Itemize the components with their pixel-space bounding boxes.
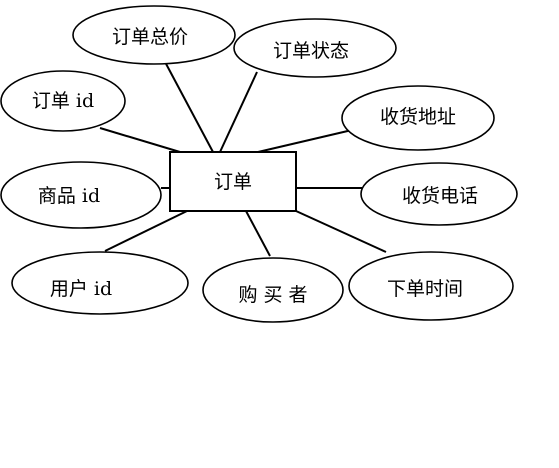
attribute-buyer: 购 买 者	[202, 257, 344, 323]
attribute-total-price: 订单总价	[72, 5, 236, 65]
connections	[99, 59, 387, 257]
link-order-time	[295, 210, 387, 253]
attribute-label: 用户 id	[50, 278, 112, 300]
entity-box	[169, 151, 297, 212]
link-status	[219, 71, 258, 153]
link-order-id	[99, 127, 181, 153]
attribute-ellipse	[0, 70, 126, 132]
attribute-label: 收货地址	[380, 106, 456, 128]
link-buyer	[245, 210, 271, 257]
link-total-price	[163, 59, 214, 153]
attribute-ellipse	[348, 251, 514, 321]
attribute-label: 收货电话	[402, 185, 478, 207]
attribute-label: 订单总价	[112, 26, 188, 48]
attribute-product-id: 商品 id	[0, 161, 162, 229]
attribute-order-id: 订单 id	[0, 70, 126, 132]
attribute-label: 购 买 者	[238, 284, 307, 306]
attribute-ellipse	[72, 5, 236, 65]
attribute-label: 下单时间	[387, 278, 463, 300]
attribute-phone: 收货电话	[360, 162, 518, 226]
attribute-label: 订单 id	[32, 90, 94, 112]
attribute-label: 订单状态	[273, 40, 349, 62]
attribute-ellipse	[341, 85, 495, 151]
attribute-status: 订单状态	[233, 18, 397, 78]
entity-order: 订单	[169, 151, 297, 212]
attribute-label: 商品 id	[38, 185, 100, 207]
link-user-id	[104, 210, 188, 252]
attribute-ellipse	[202, 257, 344, 323]
link-address	[257, 129, 353, 153]
attribute-user-id: 用户 id	[11, 251, 189, 315]
attribute-ellipse	[0, 161, 162, 229]
attribute-ellipse	[360, 162, 518, 226]
attribute-ellipse	[11, 251, 189, 315]
attribute-ellipse	[233, 18, 397, 78]
attribute-order-time: 下单时间	[348, 251, 514, 321]
attribute-address: 收货地址	[341, 85, 495, 151]
entity-label: 订单	[214, 171, 252, 193]
